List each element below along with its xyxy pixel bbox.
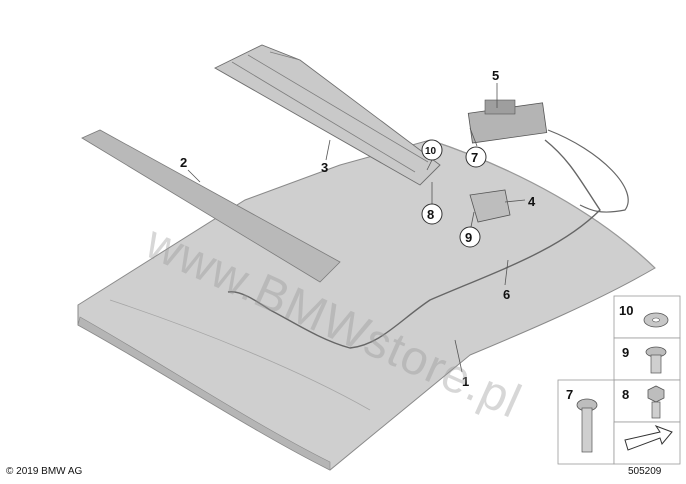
callout-5: 5 [492, 68, 499, 83]
panel-label-8: 8 [622, 387, 629, 402]
panel-label-9: 9 [622, 345, 629, 360]
trim-strip [81, 129, 341, 283]
diagram-number: 505209 [628, 466, 662, 477]
callout-2: 2 [180, 155, 187, 170]
drive-unit [467, 99, 548, 144]
circled-callout-7: 7 [465, 146, 487, 168]
hex-screw-icon [647, 385, 665, 419]
circled-callout-10: 10 [421, 139, 443, 161]
panel-label-10: 10 [619, 303, 633, 318]
panel-cell-8 [613, 379, 681, 423]
torx-bolt-icon [576, 398, 598, 453]
callout-1: 1 [462, 374, 469, 389]
roof-rail [214, 44, 441, 186]
callout-3: 3 [321, 160, 328, 175]
leader-lines [187, 83, 526, 373]
panel-cell-9 [613, 337, 681, 381]
copyright-text: © 2019 BMW AG [6, 466, 83, 477]
direction-arrow-icon [624, 424, 673, 451]
parts-panel: 10 9 8 7 [557, 295, 681, 465]
callout-10: 10 [425, 146, 437, 157]
circled-callout-8: 8 [421, 203, 443, 225]
callout-4: 4 [528, 194, 536, 209]
callout-6: 6 [503, 287, 510, 302]
circled-callout-9: 9 [459, 226, 481, 248]
bracket [469, 189, 511, 223]
panel-label-7: 7 [566, 387, 573, 402]
callout-8: 8 [427, 207, 434, 222]
cable [227, 129, 629, 349]
collar-screw-icon [645, 346, 667, 374]
callout-9: 9 [465, 230, 472, 245]
callout-7: 7 [471, 150, 478, 165]
